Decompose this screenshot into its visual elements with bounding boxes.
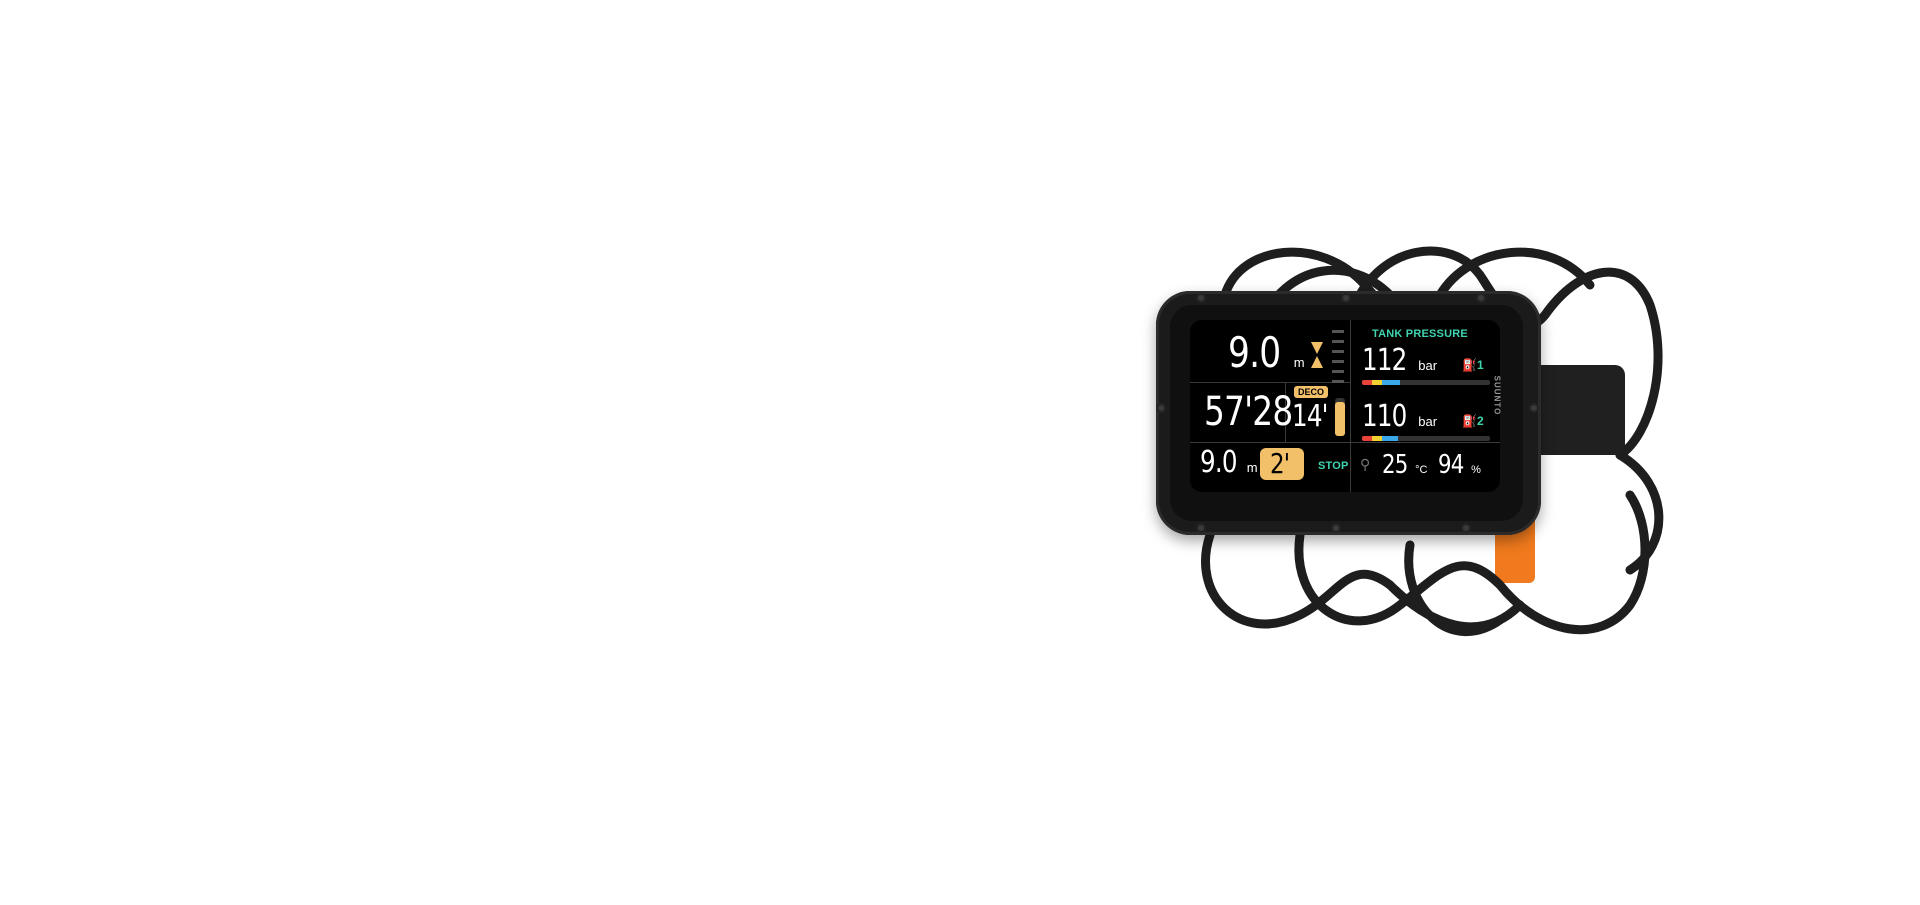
depth-unit: m [1293,355,1305,370]
display-screen: 9.0 m 57'28 DECO 14' [1190,320,1500,492]
tank-1-gauge [1362,380,1490,385]
divider [1190,382,1350,383]
tank-2-value: 110 [1362,399,1407,434]
divider [1190,442,1500,443]
battery-unit: % [1471,464,1481,476]
temperature-unit: °C [1415,464,1428,476]
divider [1350,320,1351,492]
stop-time-box: 2' [1260,448,1304,480]
tank-1-id-label: 1 [1476,358,1484,372]
tank-1-unit: bar [1418,358,1438,373]
tank-icon: ⛽ [1462,358,1477,372]
ascent-rate-bars [1332,330,1344,430]
dive-time-readout: 57'28 [1204,392,1312,432]
deco-readout: 14' [1292,402,1335,432]
stop-label: STOP [1318,460,1349,472]
screw [1341,293,1351,303]
tank-2-readout: 110 bar [1362,402,1437,432]
hourglass-icon [1310,340,1324,370]
temperature-readout: 25 °C [1382,452,1427,478]
deco-value: 14' [1292,399,1328,434]
dive-time-value: 57'28 [1204,389,1293,435]
screw [1461,523,1471,533]
screw [1196,293,1206,303]
screw [1156,403,1166,413]
brand-logo: SUUNTO [1492,375,1502,416]
tank-1-readout: 112 bar [1362,346,1437,376]
tank-2-gauge [1362,436,1490,441]
tank-2-id: ⛽2 [1462,414,1484,428]
tank-2-id-label: 2 [1476,414,1484,428]
tank-pressure-title: TANK PRESSURE [1372,328,1468,340]
stop-depth-value: 9.0 [1200,445,1237,480]
tank-1-value: 112 [1362,343,1407,378]
tank-2-unit: bar [1418,414,1438,429]
strap-clip [1530,365,1625,455]
stop-depth-readout: 9.0 m [1200,448,1258,478]
divider [1350,442,1500,443]
screw [1476,293,1486,303]
tank-1-id: ⛽1 [1462,358,1484,372]
deco-tag: DECO [1294,386,1329,398]
temperature-value: 25 [1382,450,1408,480]
battery-readout: 94% [1438,452,1481,478]
screw [1331,523,1341,533]
screw [1196,523,1206,533]
tank-icon: ⛽ [1462,414,1477,428]
deco-bar [1335,398,1345,436]
dive-computer-product: 9.0 m 57'28 DECO 14' [1150,225,1680,675]
divider [1285,382,1286,442]
screw [1529,403,1539,413]
depth-value: 9.0 [1228,328,1281,377]
dive-computer-body: 9.0 m 57'28 DECO 14' [1156,291,1541,535]
stop-time-value: 2' [1270,447,1290,480]
flashlight-icon: ⚲ [1360,456,1371,472]
battery-value: 94 [1438,450,1464,480]
stop-depth-unit: m [1246,460,1258,475]
